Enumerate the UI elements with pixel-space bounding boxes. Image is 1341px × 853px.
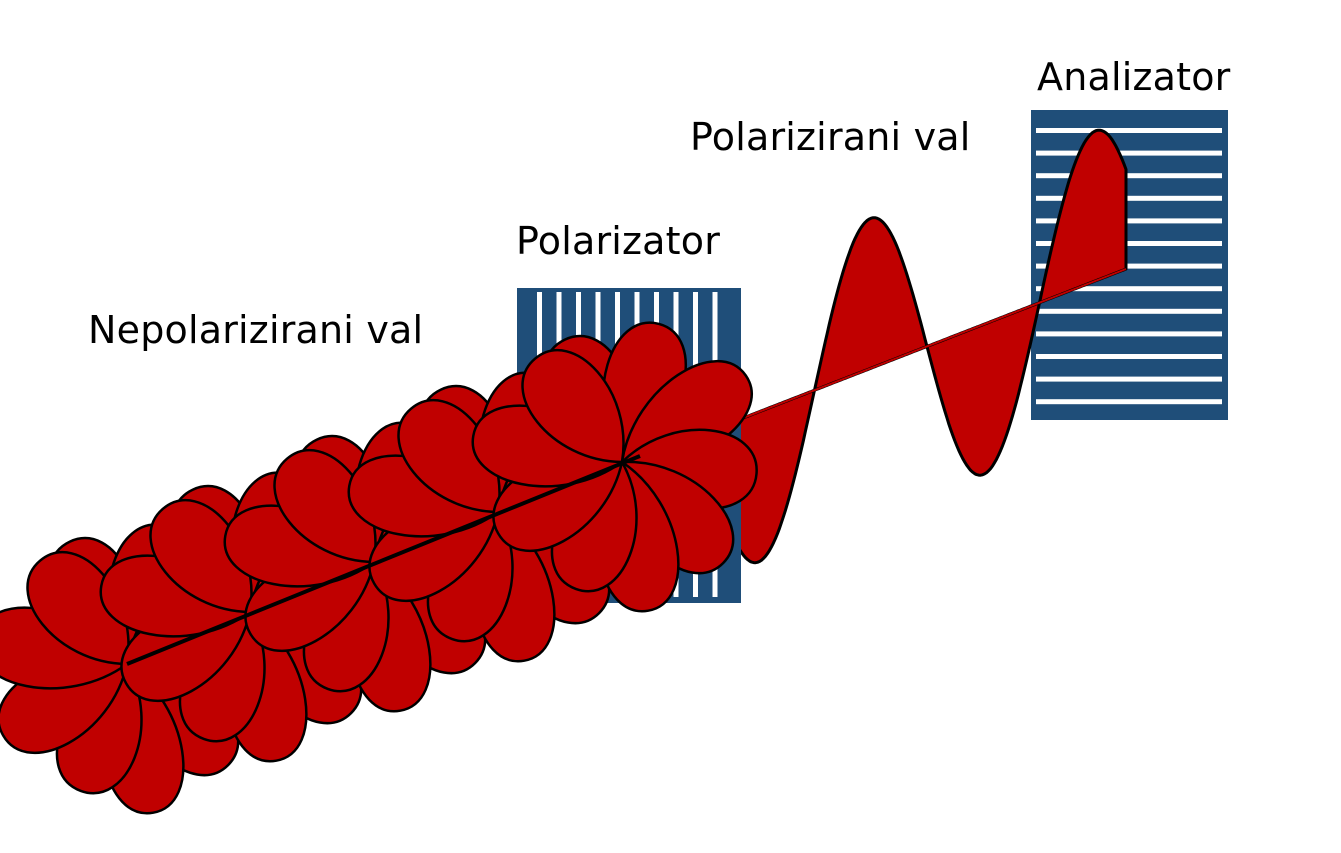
analyzer-slit <box>1036 218 1222 224</box>
analyzer-slit <box>1036 354 1222 359</box>
polarizer-label: Polarizator <box>516 219 721 263</box>
analyzer-slit <box>1036 308 1222 314</box>
analyzer-slit <box>1036 263 1222 269</box>
analyzer-label: Analizator <box>1037 55 1231 99</box>
analyzer-slit <box>1036 241 1222 246</box>
unpolarized-wave-label: Nepolarizirani val <box>88 308 424 352</box>
analyzer-slits <box>1036 128 1222 405</box>
analyzer-slit <box>1036 173 1222 179</box>
analyzer-slit <box>1036 128 1222 133</box>
unpolarized-lobe <box>521 349 625 464</box>
analyzer-slit <box>1036 195 1222 201</box>
polarized-wave-label: Polarizirani val <box>690 115 971 159</box>
analyzer-slit <box>1036 150 1222 156</box>
analyzer-slit <box>1036 376 1222 382</box>
analyzer-slit <box>1036 399 1222 405</box>
unpolarized-lobe-cluster <box>471 321 758 613</box>
analyzer-slit <box>1036 286 1222 292</box>
analyzer-slit <box>1036 331 1222 337</box>
unpolarized-wave <box>0 321 758 815</box>
propagation-axis <box>126 454 641 666</box>
